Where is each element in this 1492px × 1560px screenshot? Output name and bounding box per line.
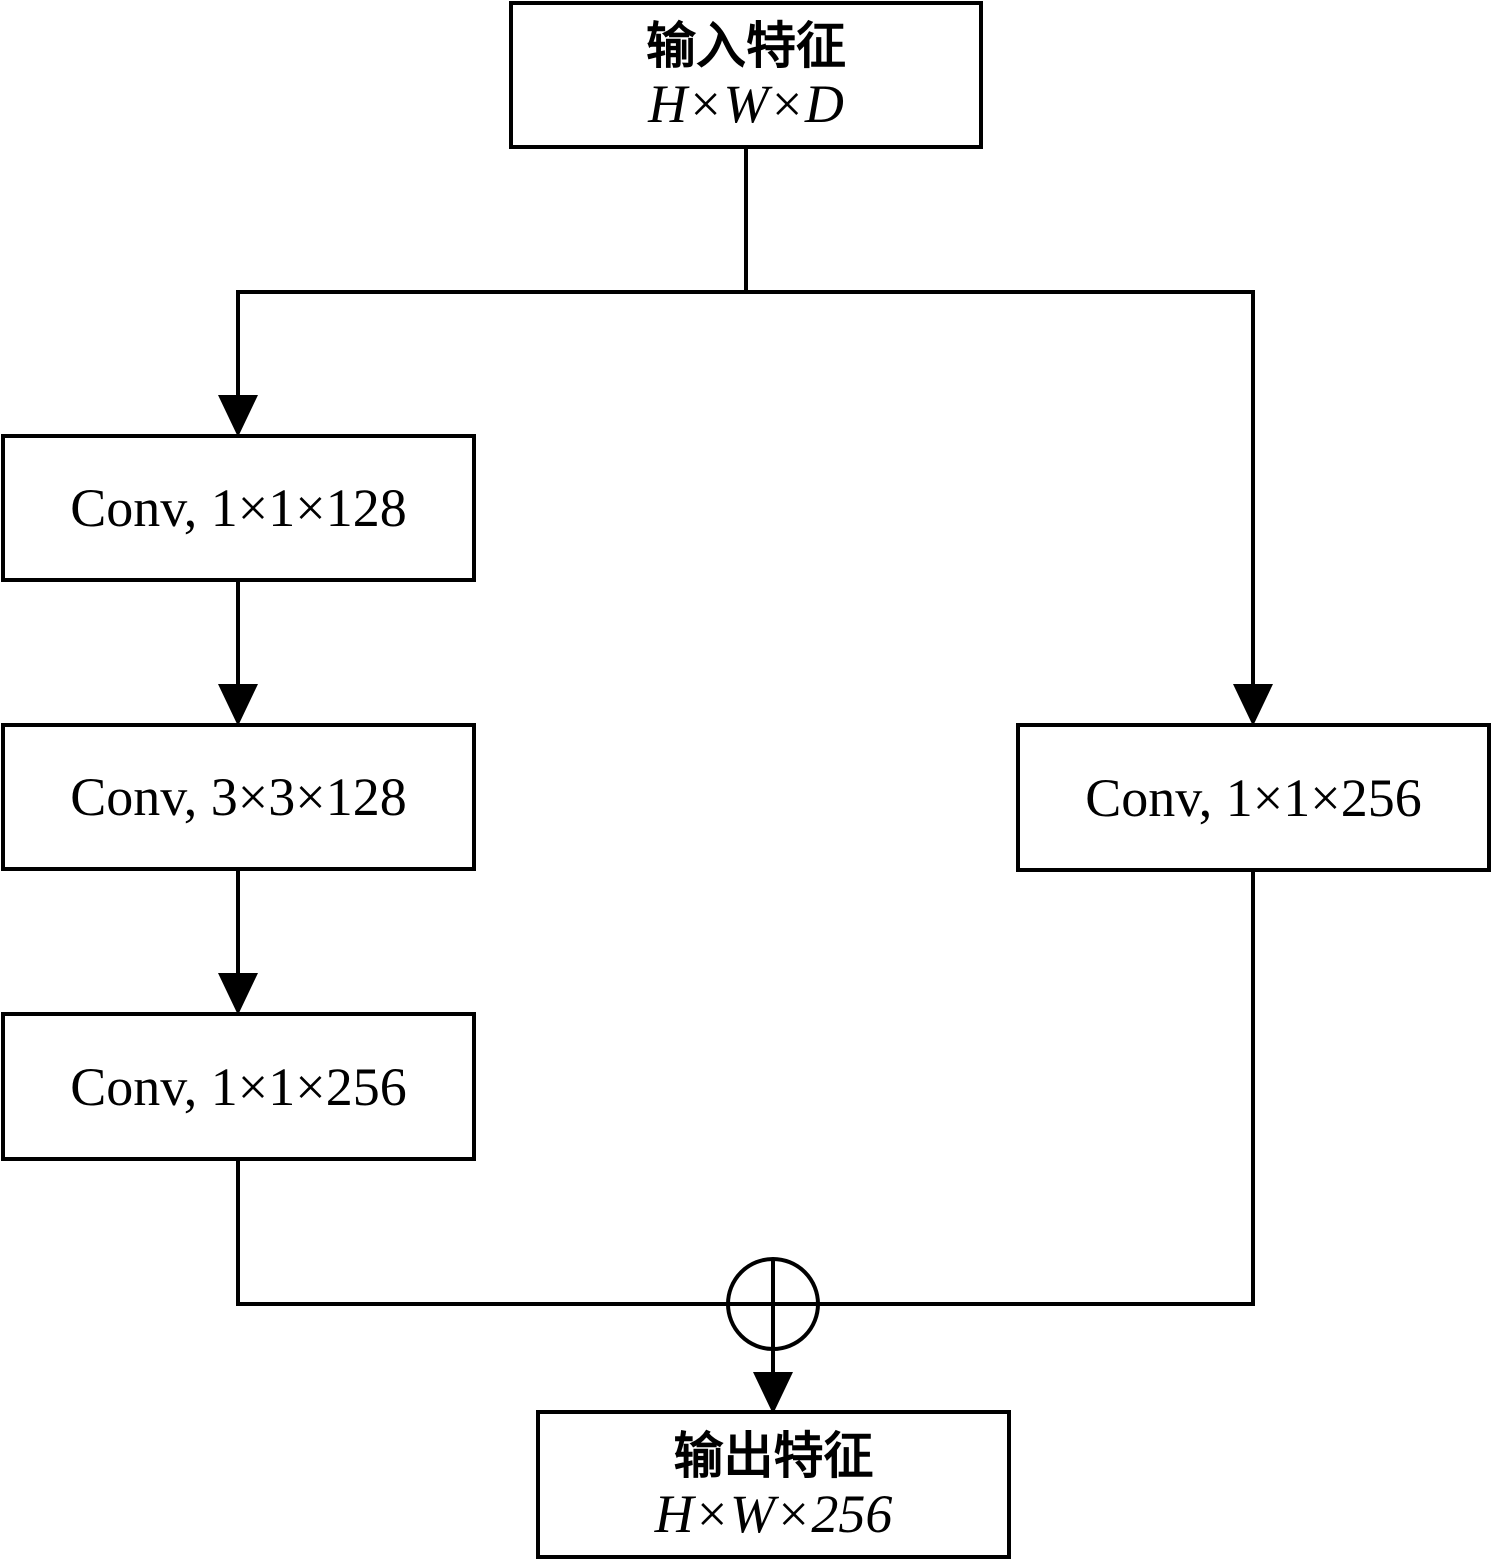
output-feature-title: 输出特征 [673, 1426, 874, 1485]
input-feature-box: 输入特征 H×W×D [509, 1, 983, 149]
arrowhead-output [753, 1372, 793, 1414]
conv-block-2-label: Conv, 3×3×128 [70, 767, 407, 827]
arrowhead-conv2 [218, 684, 258, 726]
output-feature-dims: H×W×256 [654, 1483, 893, 1544]
output-feature-box: 输出特征 H×W×256 [536, 1410, 1011, 1559]
shortcut-conv-block: Conv, 1×1×256 [1016, 723, 1491, 872]
shortcut-conv-label: Conv, 1×1×256 [1085, 767, 1422, 828]
arrowhead-conv3 [218, 973, 258, 1015]
arrowhead-shortcut-conv [1233, 684, 1273, 726]
conv-block-1-label: Conv, 1×1×128 [70, 478, 407, 538]
conv-block-3-label: Conv, 1×1×256 [70, 1056, 407, 1117]
arrowhead-conv1 [218, 395, 258, 437]
conv-block-2: Conv, 3×3×128 [1, 723, 476, 871]
input-feature-title: 输入特征 [646, 17, 846, 75]
conv-block-3: Conv, 1×1×256 [1, 1012, 476, 1161]
conv-block-1: Conv, 1×1×128 [1, 434, 476, 582]
input-feature-dims: H×W×D [648, 74, 844, 134]
